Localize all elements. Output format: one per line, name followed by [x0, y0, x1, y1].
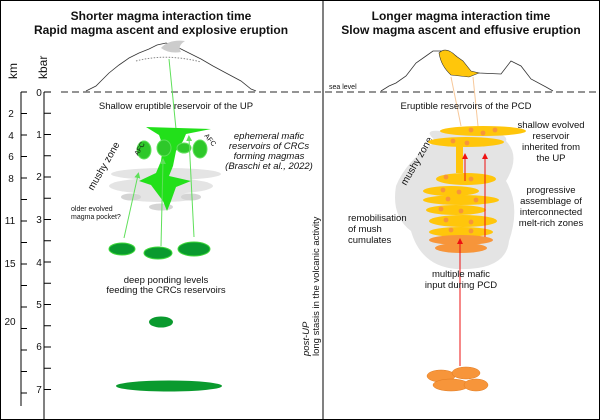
kbar-tick: 6: [36, 342, 42, 353]
ash-plume: [161, 40, 185, 53]
melt-bleb: [443, 174, 449, 180]
melt-blebs: [438, 127, 498, 234]
melt-bleb: [468, 127, 474, 133]
remobilisation-label: cumulates: [348, 235, 392, 246]
deep-ponding-label: deep ponding levels: [124, 275, 209, 286]
km-tick: 8: [8, 174, 14, 185]
older-pocket-label: magma pocket?: [71, 214, 121, 221]
km-label: km: [6, 63, 20, 79]
melt-bleb: [468, 219, 474, 225]
km-tick: 2: [8, 109, 14, 120]
remobilisation-label: of mush: [348, 224, 382, 235]
melt-bleb: [492, 127, 498, 133]
left-volcano: [85, 40, 257, 92]
ephemeral-line: reservoirs of CRCs: [229, 141, 309, 152]
older-pocket-label: older evolved: [71, 206, 113, 213]
kbar-tick: 4: [36, 258, 42, 269]
progressive-label: progressive: [526, 185, 575, 196]
melt-bleb: [445, 196, 451, 202]
km-tick: 20: [4, 317, 16, 328]
right-volcano: [380, 49, 554, 92]
deep-ponding-reservoir: [143, 246, 173, 260]
mafic-input-label: multiple mafic: [432, 269, 490, 280]
shallow-evolved-label: shallow evolved: [517, 120, 584, 131]
mafic-input-label: input during PCD: [425, 280, 497, 291]
melt-bleb: [456, 189, 462, 195]
kbar-label: kbar: [36, 56, 50, 79]
ephemeral-line: forming magmas: [234, 151, 305, 162]
melt-bleb: [443, 217, 449, 223]
ephemeral-line: (Braschi et al., 2022): [225, 161, 313, 172]
shallow-evolved-label: reservoir: [533, 131, 570, 142]
shallow-evolved-label: the UP: [536, 153, 565, 164]
melt-bleb: [480, 130, 486, 136]
deep-mafic-input: [426, 366, 489, 392]
progressive-label: assemblage of: [520, 196, 582, 207]
kbar-tick: 0: [36, 88, 42, 99]
divider-label: post-UP long stasis in the volcanic acti…: [301, 216, 322, 357]
shallow-evolved-label: inherited from: [522, 142, 580, 153]
divider-label-2: long stasis in the volcanic activity: [311, 216, 322, 356]
km-tick: 15: [4, 259, 16, 270]
melt-bleb: [440, 187, 446, 193]
kbar-tick: 5: [36, 300, 42, 311]
right-title-1: Longer magma interaction time: [372, 9, 551, 23]
melt-bleb: [458, 208, 464, 214]
melt-bleb: [464, 140, 470, 146]
melt-bleb: [450, 138, 456, 144]
crc-reservoir: [176, 142, 192, 154]
deep-ponding-label: feeding the CRCs reservoirs: [106, 285, 226, 296]
progressive-label: melt-rich zones: [519, 218, 584, 229]
ephemeral-label: ephemeral mafic reservoirs of CRCs formi…: [225, 131, 313, 172]
ephemeral-line: ephemeral mafic: [234, 131, 304, 142]
crc-reservoir: [156, 139, 172, 157]
km-tick: 11: [5, 216, 16, 227]
shallow-reservoir-label: Shallow eruptible reservoir of the UP: [99, 101, 253, 112]
crc-reservoir: [136, 140, 152, 160]
left-shallow-reservoir: [139, 127, 211, 211]
sea-level-label: sea level: [329, 84, 357, 91]
left-title-1: Shorter magma interaction time: [71, 9, 252, 23]
eruptible-label: Eruptible reservoirs of the PCD: [401, 101, 532, 112]
deep-reservoir: [149, 316, 173, 328]
melt-bleb: [468, 176, 474, 182]
progressive-label: interconnected: [520, 207, 582, 218]
crc-reservoir: [192, 139, 208, 159]
kbar-tick: 7: [36, 385, 42, 396]
melt-bleb: [468, 228, 474, 234]
melt-bleb: [448, 227, 454, 233]
km-tick: 6: [8, 152, 14, 163]
remobilisation-label: remobilisation: [348, 213, 407, 224]
melt-bleb: [473, 197, 479, 203]
divider-label-1: post-UP: [301, 321, 312, 357]
deep-ponding-reservoir: [108, 242, 136, 256]
kbar-tick: 2: [36, 172, 42, 183]
kbar-tick: 1: [36, 130, 42, 141]
pcd-reservoirs: [423, 126, 526, 253]
deep-ponding-reservoir: [177, 241, 211, 257]
depth-axes: km kbar 2 4 6 8 11 15 20 0 1 2 3 4 5 6 7: [4, 56, 51, 419]
km-tick: 4: [8, 131, 14, 142]
left-title-2: Rapid magma ascent and explosive eruptio…: [34, 23, 288, 37]
deep-reservoir: [116, 380, 222, 392]
kbar-tick: 3: [36, 215, 42, 226]
melt-bleb: [438, 206, 444, 212]
right-title-2: Slow magma ascent and effusive eruption: [341, 23, 580, 37]
